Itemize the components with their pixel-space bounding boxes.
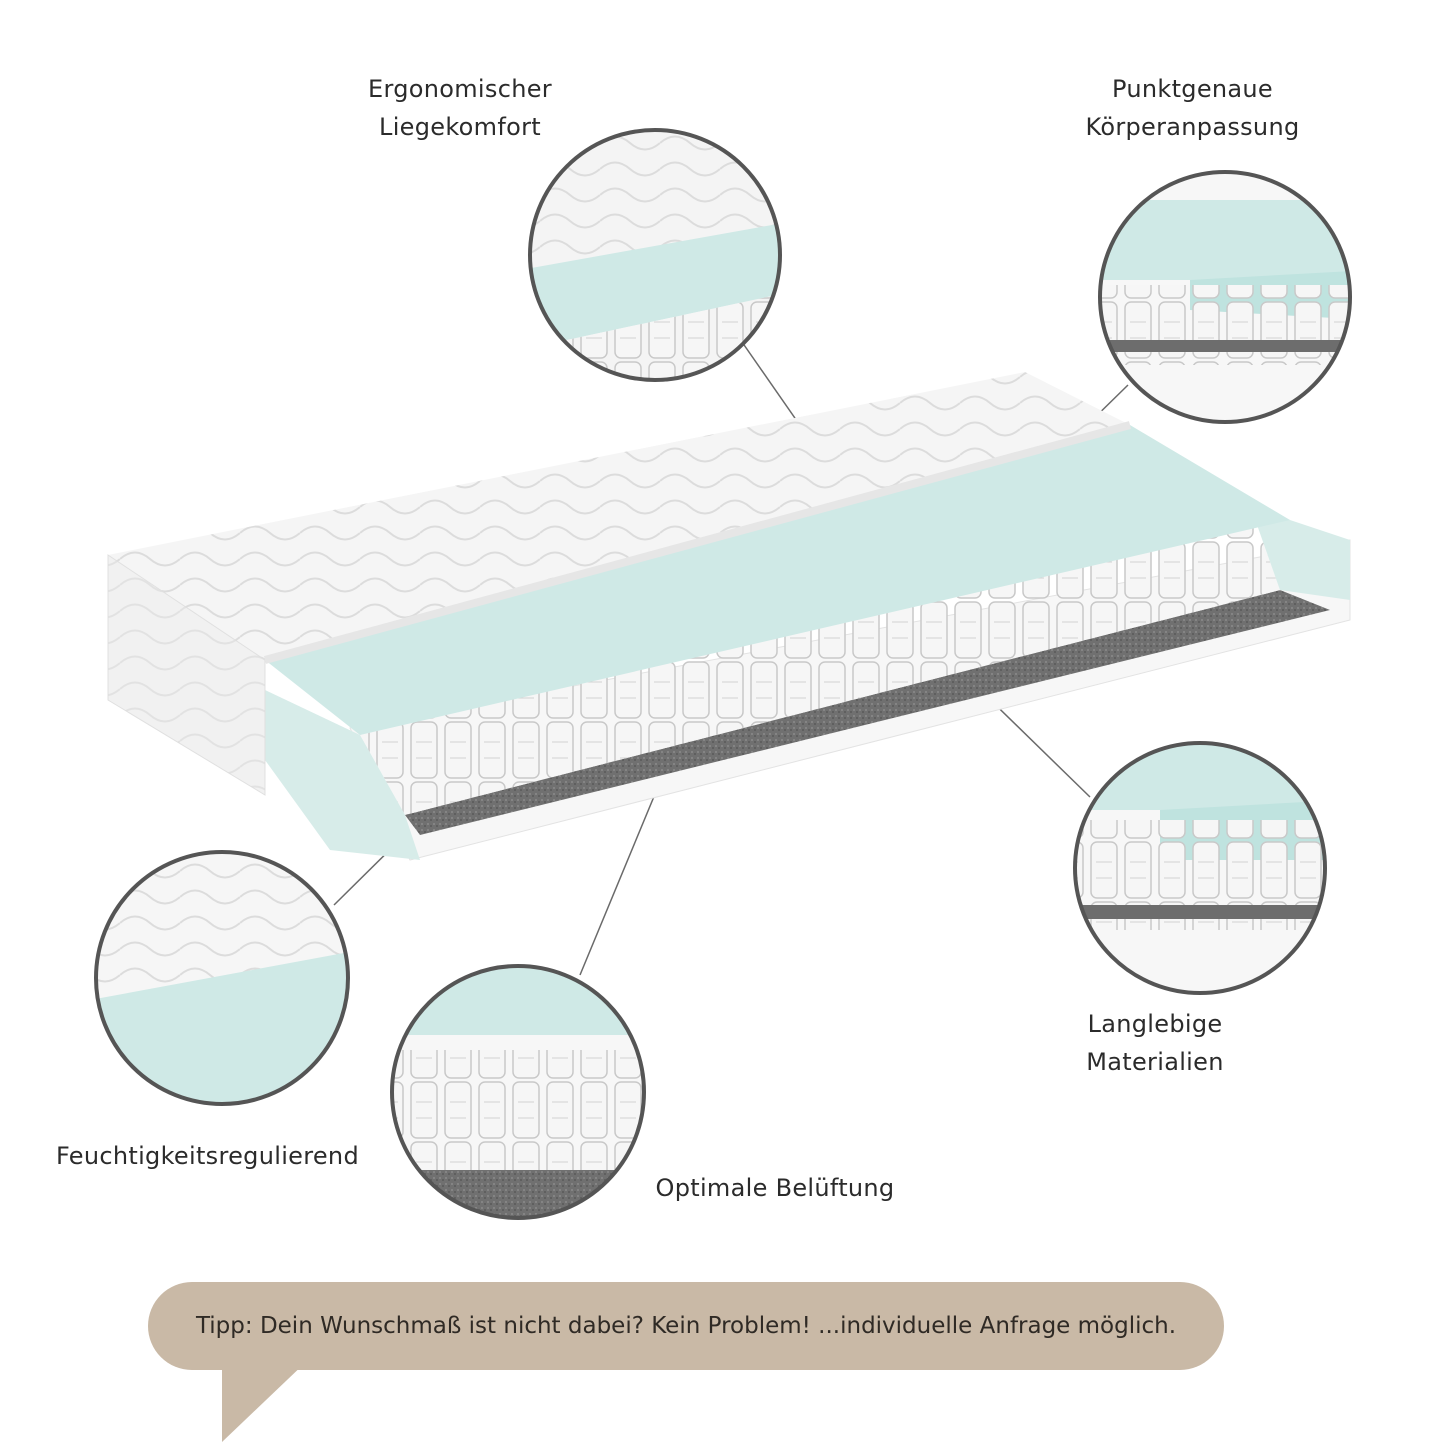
label-ventilation: Optimale Belüftung [635, 1169, 915, 1207]
mattress [107, 372, 1351, 861]
detail-circle-ventilation [390, 964, 646, 1220]
speech-bubble-tail [222, 1360, 308, 1442]
label-durable: Langlebige Materialien [1055, 1005, 1255, 1081]
label-ventilation-text: Optimale Belüftung [655, 1174, 895, 1202]
detail-circle-durable [1073, 741, 1327, 995]
tip-speech-bubble: Tipp: Dein Wunschmaß ist nicht dabei? Ke… [148, 1282, 1224, 1370]
label-ergonomic-line1: Ergonomischer [368, 75, 552, 103]
detail-circle-moisture [94, 850, 350, 1106]
label-durable-line1: Langlebige [1087, 1010, 1223, 1038]
label-precise-line2: Körperanpassung [1085, 113, 1300, 141]
label-ergonomic-line2: Liegekomfort [379, 113, 541, 141]
label-ergonomic: Ergonomischer Liegekomfort [340, 70, 580, 146]
label-durable-line2: Materialien [1086, 1048, 1224, 1076]
detail-circle-ergonomic [528, 128, 782, 382]
tip-text: Tipp: Dein Wunschmaß ist nicht dabei? Ke… [195, 1313, 1177, 1339]
label-precise-line1: Punktgenaue [1112, 75, 1273, 103]
detail-circle-precise [1098, 170, 1352, 424]
label-precise: Punktgenaue Körperanpassung [1060, 70, 1325, 146]
label-moisture: Feuchtigkeitsregulierend [40, 1137, 375, 1175]
label-moisture-text: Feuchtigkeitsregulierend [56, 1142, 359, 1170]
